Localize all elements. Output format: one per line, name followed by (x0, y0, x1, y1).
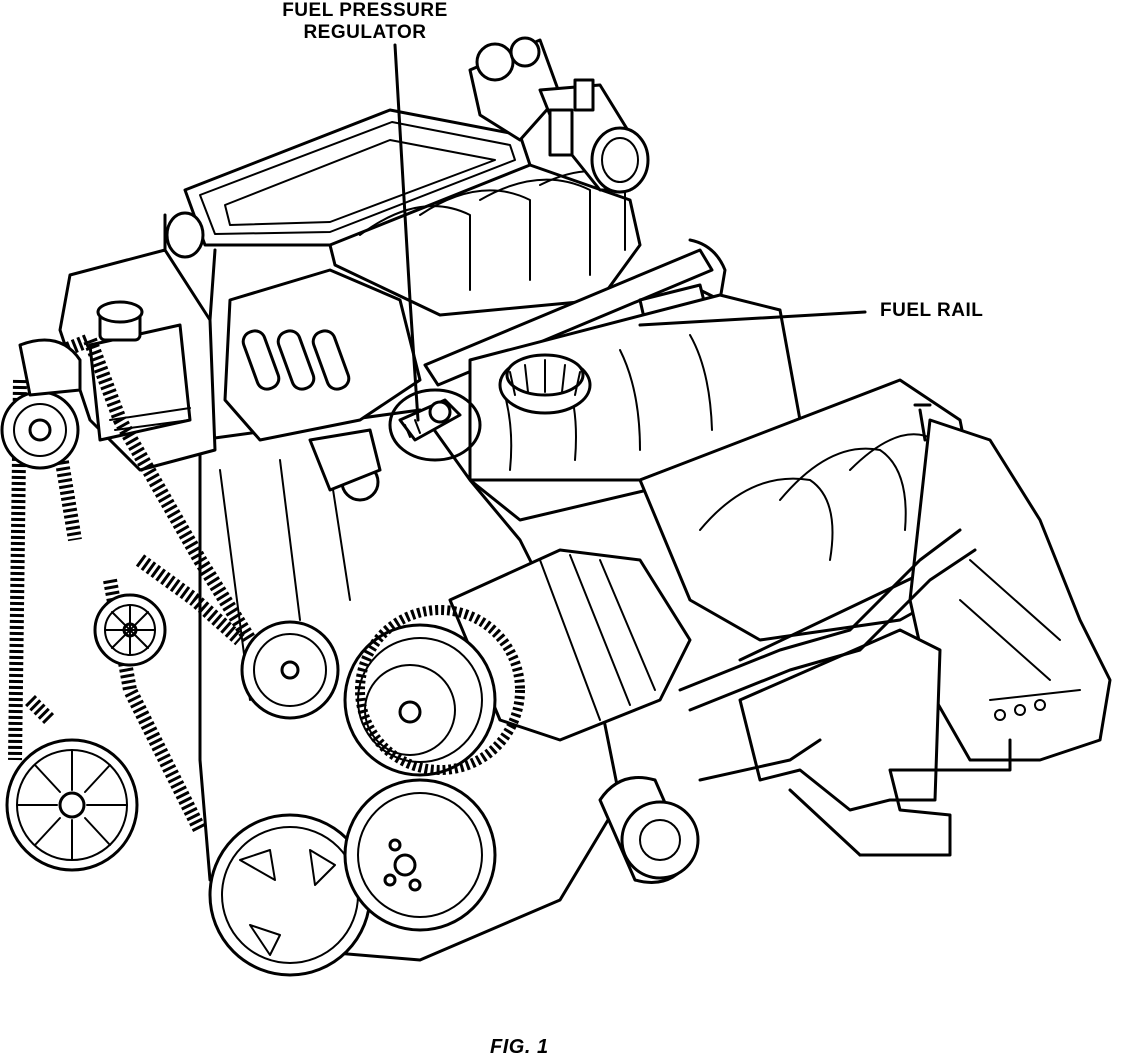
power-steering-reservoir (58, 248, 217, 472)
bell-housing (908, 403, 1112, 762)
fuel-pressure-regulator (388, 388, 482, 462)
throttle-body (468, 36, 650, 194)
fuel-rail-label: FUEL RAIL (880, 300, 984, 321)
figure-caption: FIG. 1 (490, 1036, 549, 1058)
leader-fuel-pressure-regulator (393, 43, 420, 422)
fuel-pressure-regulator-label-line1: FUEL PRESSURE (282, 0, 448, 21)
ignition-area (223, 268, 422, 502)
fuel-pressure-regulator-label-line2: REGULATOR (303, 22, 427, 43)
alternator-pulley (0, 338, 82, 470)
idler-pulley-left (93, 593, 167, 667)
oil-pan (738, 628, 1012, 857)
serpentine-belt (8, 330, 256, 834)
leader-fuel-rail (638, 310, 867, 327)
ac-compressor (343, 548, 692, 777)
coolant-tubes (678, 528, 977, 782)
oil-filter (598, 776, 700, 884)
power-steering-pulley (5, 738, 139, 872)
water-pump-pulley (343, 778, 497, 932)
crankshaft-pulley (208, 813, 372, 977)
tensioner-pulley (240, 620, 340, 720)
